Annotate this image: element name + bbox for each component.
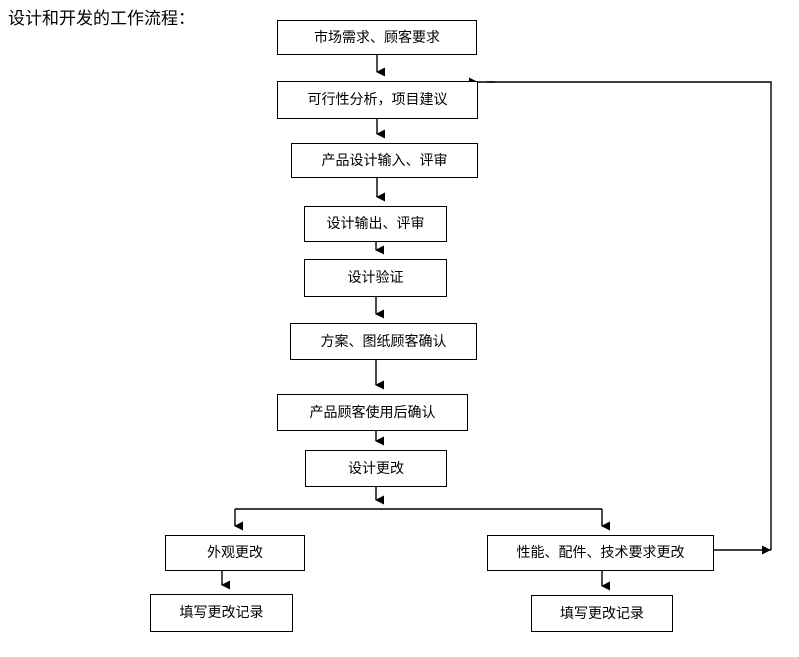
page-title: 设计和开发的工作流程： — [8, 9, 195, 28]
node-design-change[interactable]: 设计更改 — [305, 450, 447, 487]
edge-feedback-path — [487, 81, 772, 550]
node-design-output-review[interactable]: 设计输出、评审 — [304, 206, 447, 242]
node-design-verification[interactable]: 设计验证 — [304, 259, 447, 297]
node-plan-drawing-confirm[interactable]: 方案、图纸顾客确认 — [290, 323, 477, 360]
node-design-input-review[interactable]: 产品设计输入、评审 — [291, 143, 478, 178]
node-appearance-change[interactable]: 外观更改 — [165, 535, 305, 571]
node-market-demand[interactable]: 市场需求、顾客要求 — [277, 20, 477, 55]
node-change-record-right[interactable]: 填写更改记录 — [531, 595, 673, 632]
node-feasibility-analysis[interactable]: 可行性分析，项目建议 — [277, 81, 478, 119]
node-performance-change[interactable]: 性能、配件、技术要求更改 — [487, 535, 714, 571]
node-post-use-confirm[interactable]: 产品顾客使用后确认 — [277, 394, 468, 431]
node-change-record-left[interactable]: 填写更改记录 — [150, 594, 293, 632]
